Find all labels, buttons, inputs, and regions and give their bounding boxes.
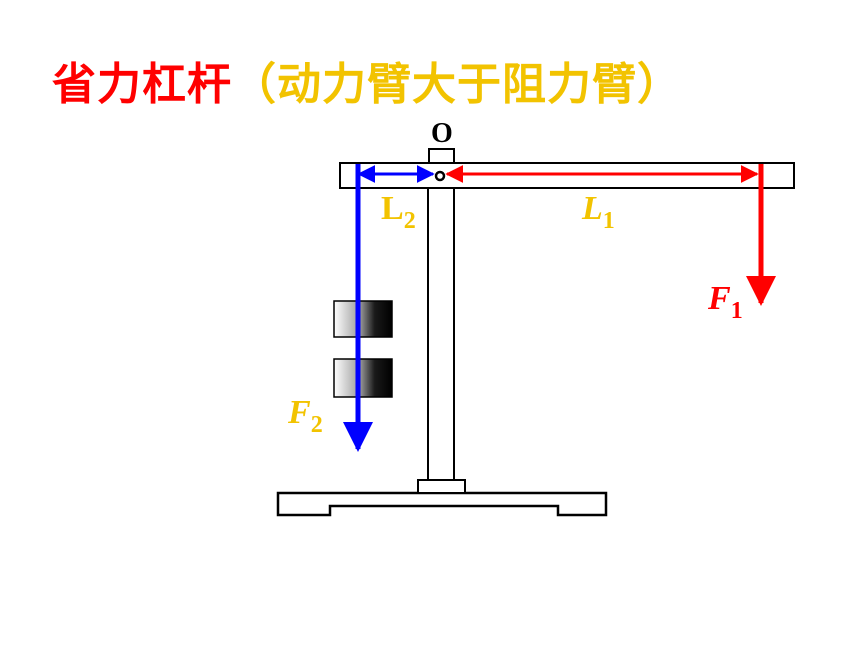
f1-subscript: 1 xyxy=(731,298,743,324)
f1-label: F1 xyxy=(707,280,743,324)
l2-letter: L xyxy=(381,190,404,227)
fulcrum-label: O xyxy=(431,118,453,149)
l2-label: L2 xyxy=(381,190,416,234)
page-title: 省力杠杆（动力臂大于阻力臂） xyxy=(52,48,682,112)
f2-letter: F xyxy=(287,394,311,431)
weight-lower xyxy=(333,358,393,398)
f2-subscript: 2 xyxy=(311,412,323,438)
pole-foot xyxy=(417,479,466,494)
stand-base xyxy=(276,491,608,517)
weight-upper xyxy=(333,300,393,338)
f1-letter: F xyxy=(707,280,731,317)
stand-pole xyxy=(427,187,455,481)
f2-label: F2 xyxy=(287,394,323,438)
l1-letter: L xyxy=(581,190,603,227)
pole-cap xyxy=(428,148,455,164)
l2-subscript: 2 xyxy=(404,208,416,234)
title-parenthetical: （动力臂大于阻力臂） xyxy=(232,59,682,110)
title-main: 省力杠杆 xyxy=(52,59,232,110)
l1-label: L1 xyxy=(581,190,615,234)
l1-subscript: 1 xyxy=(603,208,615,234)
fulcrum-pivot xyxy=(434,170,446,182)
